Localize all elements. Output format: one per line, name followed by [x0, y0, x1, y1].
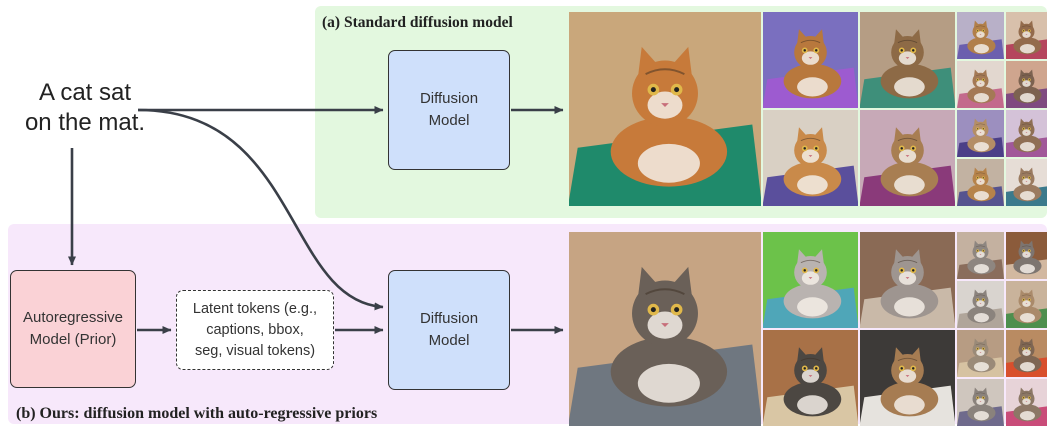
cat-icon: [1006, 379, 1047, 426]
cat-on-mat-icon: [1006, 110, 1047, 157]
cat-icon: [1006, 232, 1047, 279]
cat-on-rug-icon: [763, 330, 858, 426]
cat-on-mat-icon: [763, 110, 858, 206]
cat-on-mat-icon: [860, 12, 955, 108]
latent-label-3: seg, visual tokens): [194, 342, 316, 359]
cat-on-mat-icon: [957, 61, 1004, 108]
panel-b-title: (b) Ours: diffusion model with auto-regr…: [16, 405, 378, 422]
cat-on-mat-icon: [1006, 61, 1047, 108]
cat-on-rug-icon: [860, 330, 955, 426]
cat-icon: [957, 379, 1004, 426]
panel-a-title: (a) Standard diffusion model: [322, 14, 513, 31]
arrow-prompt-to-diffusion-b: [137, 108, 384, 311]
latent-label-1: Latent tokens (e.g.,: [192, 300, 318, 317]
diffusion-b-label-2: Model: [428, 332, 470, 349]
cartoon-cat-icon: [763, 232, 858, 328]
cat-on-purple-mat-icon: [763, 12, 858, 108]
prompt-line-2: on the mat.: [24, 109, 146, 136]
diffusion-b-label-1: Diffusion: [419, 310, 479, 327]
prior-label-1: Autoregressive: [22, 309, 124, 326]
prompt-line-1: A cat sat: [38, 79, 132, 106]
cat-on-mat-icon: [957, 12, 1004, 59]
diffusion-a-label-1: Diffusion: [419, 90, 479, 107]
diffusion-model-box-a: Diffusion Model: [388, 50, 510, 170]
latent-tokens-box: Latent tokens (e.g., captions, bbox, seg…: [176, 290, 334, 370]
diffusion-model-box-b: Diffusion Model: [388, 270, 510, 390]
cat-on-mat-icon: [1006, 159, 1047, 206]
text-prompt: A cat sat on the mat.: [10, 78, 160, 138]
tabby-cat-on-rug-icon: [569, 232, 761, 426]
fluffy-cat-icon: [860, 232, 955, 328]
prior-label-2: Model (Prior): [29, 331, 117, 348]
cat-icon: [957, 232, 1004, 279]
cat-on-mat-icon: [1006, 12, 1047, 59]
diffusion-a-label-2: Model: [428, 112, 470, 129]
cat-on-green-mat-icon: [569, 12, 761, 206]
latent-label-2: captions, bbox,: [206, 321, 304, 338]
autoregressive-prior-box: Autoregressive Model (Prior): [10, 270, 136, 388]
cat-on-mat-icon: [957, 110, 1004, 157]
cat-icon: [957, 281, 1004, 328]
cat-on-mat-icon: [957, 159, 1004, 206]
cat-icon: [1006, 330, 1047, 377]
cat-icon: [957, 330, 1004, 377]
cat-on-mat-icon: [860, 110, 955, 206]
cat-icon: [1006, 281, 1047, 328]
